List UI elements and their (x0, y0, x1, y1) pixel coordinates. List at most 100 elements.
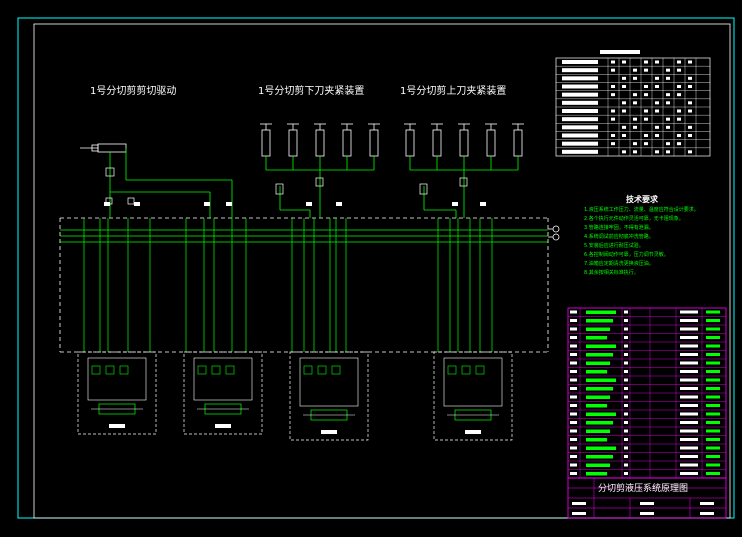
parts-list-note (706, 353, 720, 356)
spec-table-mark (622, 101, 626, 105)
parts-list-note (706, 310, 720, 314)
port-label (306, 202, 312, 206)
spec-table-mark (677, 109, 681, 113)
spec-table-mark (644, 117, 648, 121)
parts-list-index (570, 344, 577, 348)
spec-table-mark (666, 76, 670, 80)
parts-list-index (570, 361, 577, 365)
valve-station-1-component (119, 365, 129, 375)
parts-list-material (680, 336, 698, 339)
valve-station-4-component (475, 365, 485, 375)
spec-table-mark (688, 150, 692, 154)
parts-list-note (706, 446, 720, 450)
spec-table-mark (633, 93, 637, 97)
parts-list-name (586, 353, 613, 357)
tech-note: 6.各控制阀动作可靠，压力调节灵敏。 (584, 252, 669, 258)
parts-list-index (570, 404, 577, 407)
spec-table-cell (562, 125, 598, 130)
parts-list-material (680, 310, 698, 314)
supply-connectors (548, 225, 560, 241)
spec-table-mark (622, 60, 626, 64)
spec-table-mark (644, 60, 648, 64)
title-block-field (572, 502, 586, 505)
parts-list-material (680, 387, 698, 390)
spec-table-mark (666, 117, 670, 121)
spec-table-cell (562, 100, 598, 105)
valve-station-4-label-plate (465, 430, 481, 434)
parts-list-qty (624, 463, 628, 467)
valve-station-3 (289, 351, 369, 441)
parts-list-index (570, 438, 577, 441)
spec-table-mark (633, 68, 637, 72)
parts-list-qty (624, 446, 628, 450)
parts-list-note (706, 387, 720, 390)
cut-drive-lines (109, 148, 233, 218)
spec-table-mark (666, 150, 670, 154)
cut-drive-valve (105, 167, 115, 177)
cut-drive-port (127, 197, 135, 205)
spec-table-mark (644, 134, 648, 137)
spec-table-mark (611, 134, 615, 137)
tech-note: 4.系统调试前应彻底冲洗管路。 (584, 234, 654, 240)
valve-station-2-manifold (193, 357, 253, 401)
parts-list-qty (624, 353, 628, 356)
valve-station-2-component (225, 365, 235, 375)
spec-table-mark (655, 76, 659, 80)
parts-list-index (570, 319, 577, 322)
tech-note: 1.液压系统工作压力、流量、温度应符合设计要求。 (584, 207, 699, 213)
parts-list-material (680, 319, 698, 322)
parts-list-material (680, 361, 698, 365)
parts-list-material (680, 455, 698, 458)
parts-list-note (706, 429, 720, 433)
spec-table-title (600, 50, 640, 54)
parts-list-material (680, 327, 698, 331)
upper-clamp-cylinder (405, 129, 415, 157)
parts-list-index (570, 327, 577, 331)
parts-list-name (586, 404, 607, 408)
parts-list-note (706, 361, 720, 365)
parts-list-material (680, 353, 698, 356)
spec-table-mark (666, 125, 670, 129)
parts-list-material (680, 438, 698, 441)
valve-station-4-component (461, 365, 471, 375)
port-label (134, 202, 140, 206)
spec-table-mark (644, 93, 648, 97)
lower-clamp-valve (275, 183, 284, 195)
parts-list-name (586, 310, 616, 314)
tech-note: 5.安装后应进行耐压试验。 (584, 243, 644, 249)
valve-station-3-component (331, 365, 341, 375)
spec-table-mark (611, 117, 615, 121)
spec-table-mark (622, 125, 626, 129)
spec-table-cell (562, 92, 598, 97)
spec-table-mark (644, 68, 648, 72)
parts-list-name (586, 463, 610, 467)
spec-table-mark (611, 142, 615, 146)
title-upper-clamp: 1号分切剪上刀夹紧装置 (400, 86, 507, 97)
spec-table-mark (688, 76, 692, 80)
parts-list-qty (624, 404, 628, 407)
spec-table-mark (611, 68, 615, 72)
parts-list-index (570, 378, 577, 382)
valve-station-4-component (447, 365, 457, 375)
parts-list-note (706, 319, 720, 322)
parts-list-note (706, 395, 720, 399)
title-cut-drive: 1号分切剪剪切驱动 (90, 86, 177, 97)
parts-list-qty (624, 412, 628, 416)
spec-table-mark (655, 134, 659, 137)
spec-table-cell (562, 84, 598, 89)
parts-list-name (586, 429, 610, 433)
title-block-field (572, 512, 586, 515)
inner-frame (33, 23, 731, 519)
cut-drive-cylinder (80, 143, 127, 153)
lower-clamp-cylinder (261, 129, 271, 157)
valve-station-2-component (197, 365, 207, 375)
spec-table-mark (677, 68, 681, 72)
parts-list-material (680, 378, 698, 382)
upper-clamp-cylinder (432, 129, 442, 157)
spec-table-mark (644, 85, 648, 88)
parts-list-name (586, 446, 616, 450)
tech-notes-title: 技术要求 (626, 195, 658, 204)
spec-table-mark (611, 60, 615, 64)
parts-list-index (570, 446, 577, 450)
